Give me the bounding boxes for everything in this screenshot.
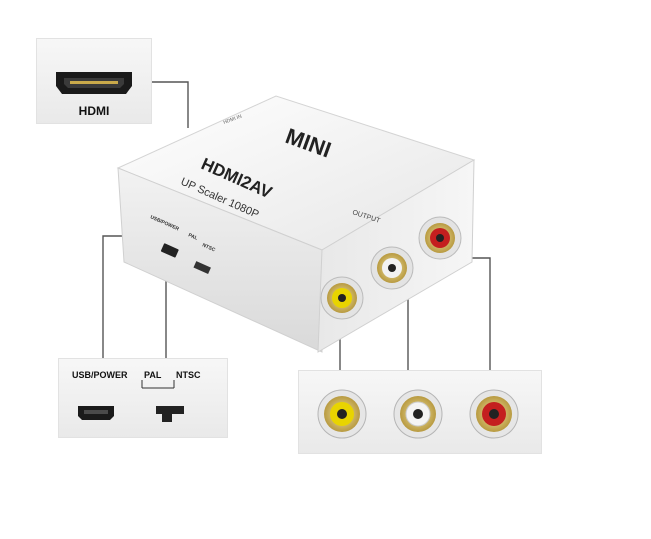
switch-callout-art xyxy=(78,380,184,422)
device-rca-yellow xyxy=(320,276,364,320)
hdmi-port-icon xyxy=(56,72,132,94)
mini-usb-port-icon xyxy=(78,406,114,420)
rca-red-jack-icon xyxy=(469,389,519,439)
rca-jacks-art xyxy=(317,389,519,439)
slide-switch-icon xyxy=(156,406,184,422)
device-side-face xyxy=(117,167,323,353)
device-ntsc-text: NTSC xyxy=(201,242,216,253)
switch-callout-panel: USB/POWER PAL NTSC xyxy=(58,358,228,438)
device-pal-text: PAL xyxy=(187,232,198,241)
rca-yellow-jack-icon xyxy=(317,389,367,439)
hdmi-callout-panel: HDMI xyxy=(36,38,152,124)
pal-label: PAL xyxy=(144,370,162,380)
device-rca-red xyxy=(418,216,462,260)
hdmi-callout-label: HDMI xyxy=(78,104,110,118)
rca-white-jack-icon xyxy=(393,389,443,439)
rca-callout-panel xyxy=(298,370,542,454)
usb-power-label: USB/POWER xyxy=(72,370,128,380)
device-rca-white xyxy=(370,246,414,290)
device-mode-switch xyxy=(193,261,211,274)
ntsc-label: NTSC xyxy=(176,370,201,380)
device-usb-port xyxy=(160,243,179,258)
